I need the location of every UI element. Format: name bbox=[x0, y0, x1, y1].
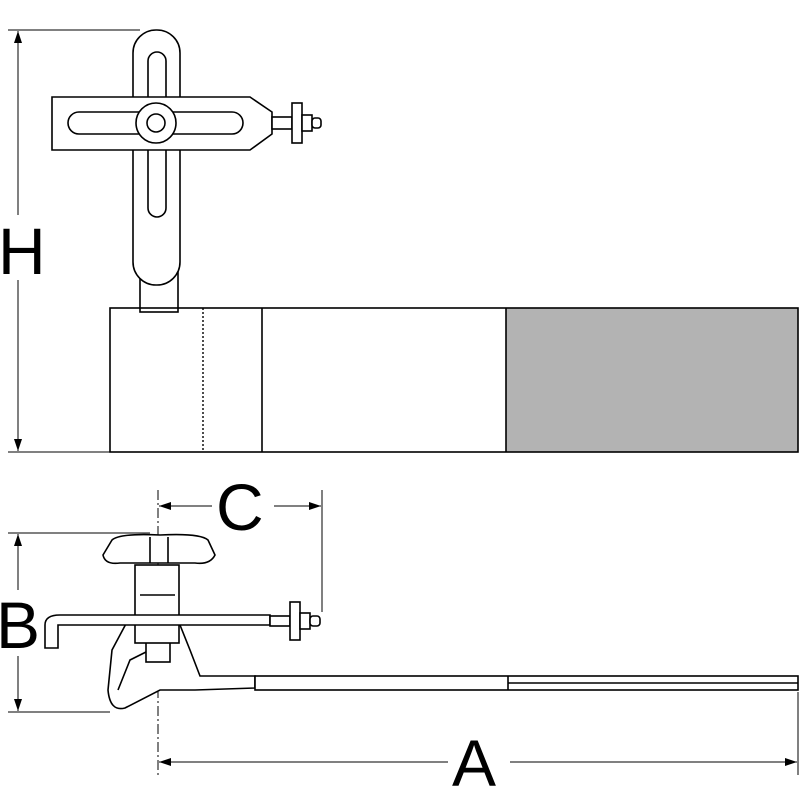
label-a: A bbox=[452, 726, 496, 800]
label-b: B bbox=[0, 588, 40, 662]
dimension-c: C bbox=[159, 470, 323, 612]
screw-body bbox=[299, 612, 311, 630]
screw-shaft bbox=[269, 615, 291, 627]
screw-tip bbox=[311, 117, 322, 129]
screw-shaft bbox=[271, 116, 293, 130]
dimension-h: H bbox=[0, 29, 140, 453]
wire-handle bbox=[44, 614, 271, 649]
star-knob bbox=[102, 533, 216, 565]
vertical-slotted-arm bbox=[132, 29, 181, 286]
label-bg bbox=[448, 726, 510, 792]
loop-inner bbox=[117, 649, 151, 691]
strap-top-view bbox=[109, 307, 799, 453]
label-h: H bbox=[0, 214, 46, 288]
screw-nut bbox=[289, 601, 301, 641]
knob-shaft bbox=[134, 564, 180, 644]
dimension-a: A bbox=[159, 692, 799, 800]
strap-shaded-section bbox=[506, 308, 798, 452]
label-bg bbox=[0, 590, 50, 656]
label-bg bbox=[212, 474, 274, 538]
side-view-tool bbox=[44, 533, 799, 710]
top-view-tool bbox=[51, 29, 322, 313]
screw-tip bbox=[309, 615, 321, 627]
dimension-b: B bbox=[0, 532, 150, 713]
strap-outline bbox=[109, 307, 799, 453]
screw-body bbox=[301, 114, 313, 132]
center-bolt bbox=[146, 113, 166, 133]
strap-loop bbox=[107, 619, 256, 710]
label-c: C bbox=[216, 470, 264, 544]
label-bg bbox=[0, 215, 50, 280]
screw-nut bbox=[291, 102, 303, 144]
